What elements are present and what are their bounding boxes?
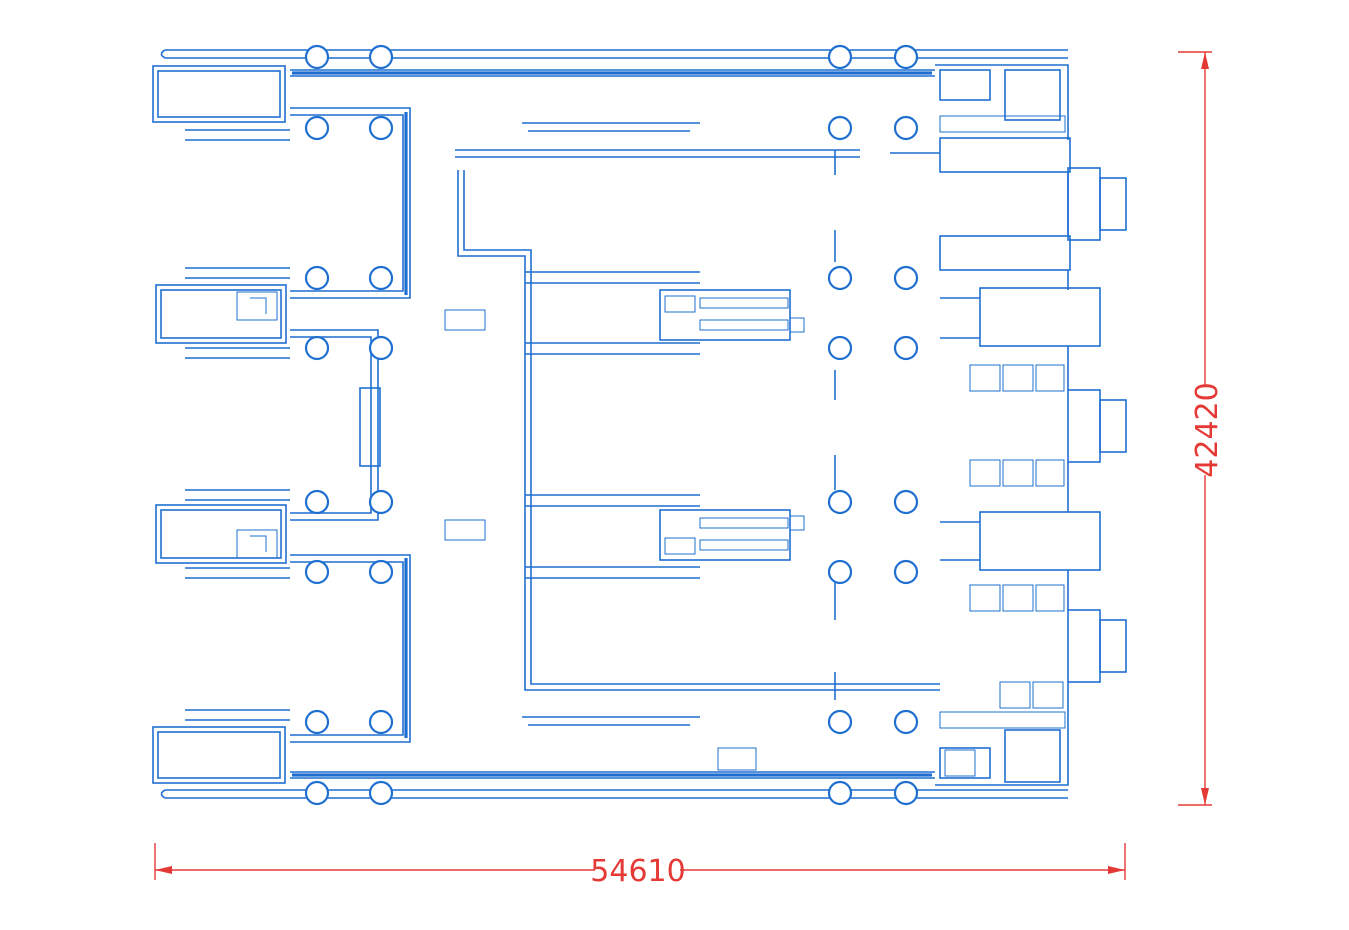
stair-hatch-2	[444, 519, 486, 541]
restroom-blocks	[939, 115, 1066, 777]
dimension-width: 54610	[154, 843, 1126, 889]
stair-hatch-1	[444, 309, 486, 331]
outer-walls	[152, 49, 1127, 799]
dimension-height: 42420	[1178, 51, 1225, 806]
stair-hatch-3	[717, 747, 757, 771]
central-concourse	[444, 122, 940, 771]
height-dimension-label: 42420	[1190, 382, 1225, 477]
width-dimension-label: 54610	[590, 854, 685, 889]
columns	[304, 44, 919, 806]
